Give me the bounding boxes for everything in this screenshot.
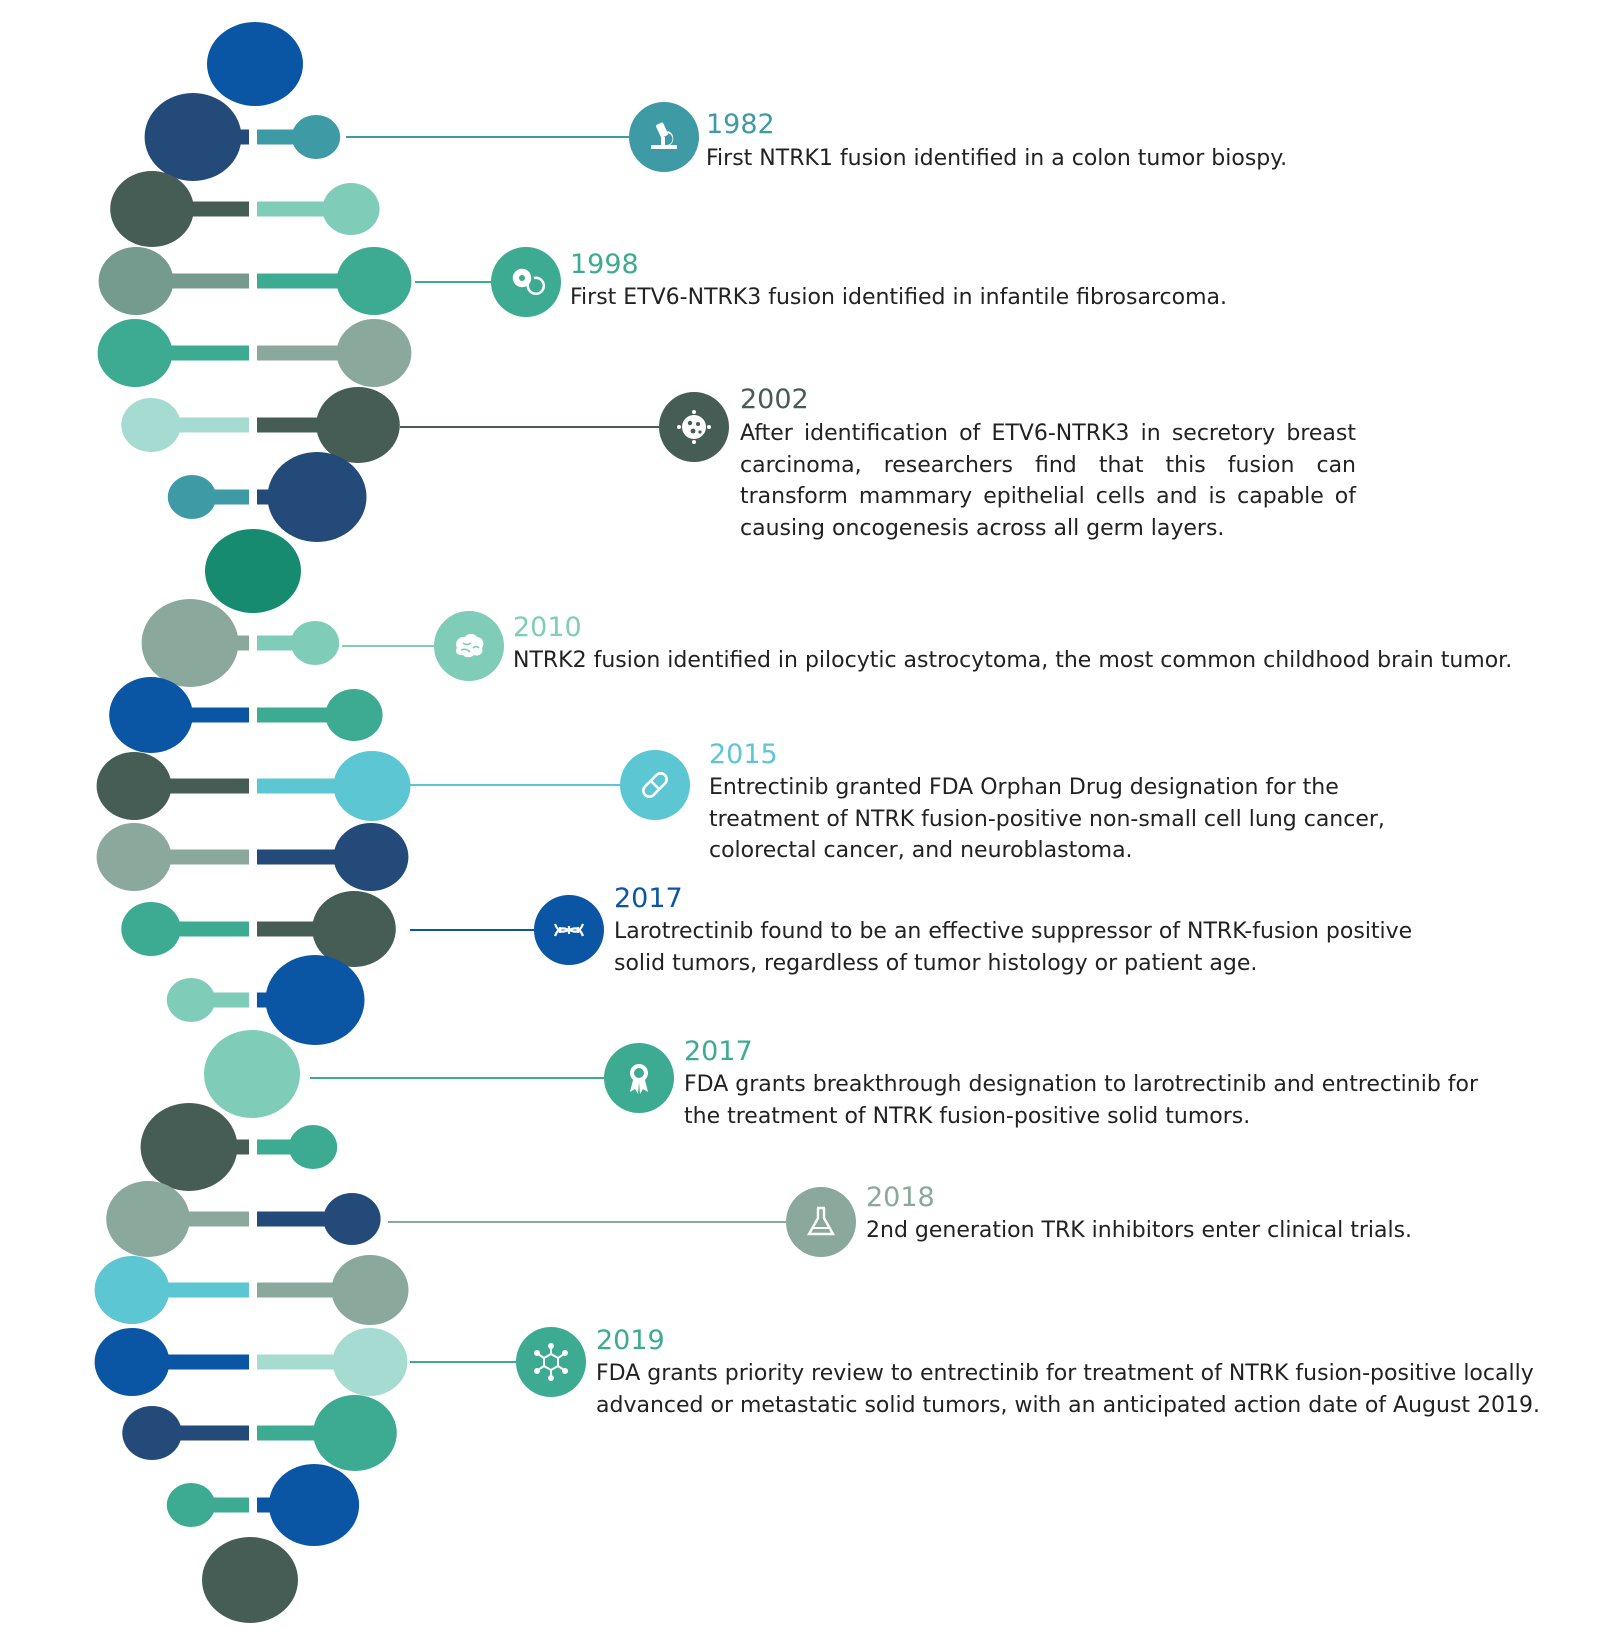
helix-node-center	[204, 1030, 300, 1118]
helix-node-right	[313, 1395, 397, 1471]
helix-node-left	[96, 823, 172, 891]
helix-node-right	[288, 1125, 338, 1169]
virus-icon	[677, 410, 711, 444]
helix-node-center	[202, 1537, 298, 1623]
event-description: FDA grants priority review to entrectini…	[596, 1361, 1541, 1418]
helix-node-right	[316, 387, 400, 463]
event-year: 2017	[614, 883, 683, 914]
helix-node-right	[323, 1193, 381, 1245]
helix-node-left	[166, 1483, 216, 1527]
event-description: FDA grants breakthrough designation to l…	[684, 1072, 1479, 1129]
event-icon-badge	[659, 392, 729, 462]
helix-node-left	[94, 1256, 170, 1324]
event-icon-badge	[434, 611, 504, 681]
helix-node-left	[121, 902, 181, 956]
helix-node-right	[268, 1464, 360, 1546]
helix-node-left	[167, 475, 217, 519]
helix-node-right	[290, 621, 340, 665]
award-ribbon-icon	[630, 1064, 648, 1094]
event-icon-badge	[629, 102, 699, 172]
event-year: 2010	[513, 612, 582, 643]
microscope-icon	[651, 122, 677, 149]
event-description: Larotrectinib found to be an effective s…	[614, 919, 1413, 976]
helix-node-left	[106, 1181, 190, 1257]
event-icon-badge	[786, 1187, 856, 1257]
helix-node-left	[144, 93, 242, 181]
helix-node-left	[140, 1103, 238, 1191]
event-description: Entrectinib granted FDA Orphan Drug desi…	[709, 775, 1385, 863]
helix-node-right	[291, 115, 341, 159]
event-year: 2018	[866, 1182, 935, 1213]
helix-node-right	[332, 1328, 408, 1396]
helix-node-left	[110, 171, 194, 247]
helix-node-left	[122, 1406, 182, 1460]
event-year: 2015	[709, 739, 778, 770]
event-icon-badge	[620, 750, 690, 820]
helix-node-right	[267, 452, 367, 542]
event-icon-badge	[516, 1327, 586, 1397]
event-year: 1982	[706, 109, 775, 140]
helix-node-left	[141, 599, 239, 687]
event-icon-badge	[604, 1043, 674, 1113]
helix-node-center	[205, 529, 301, 613]
helix-node-center	[207, 22, 303, 106]
helix-node-right	[336, 319, 412, 387]
event-description: NTRK2 fusion identified in pilocytic ast…	[513, 648, 1513, 673]
helix-node-left	[98, 247, 174, 315]
brain-icon	[455, 634, 484, 658]
event-icon-badge	[491, 247, 561, 317]
dna-helix	[94, 22, 412, 1623]
event-year: 2017	[684, 1036, 753, 1067]
helix-node-left	[166, 978, 216, 1022]
helix-node-right	[325, 689, 383, 741]
event-description: After identification of ETV6-NTRK3 in se…	[740, 421, 1356, 541]
event-icon-badge	[534, 895, 604, 965]
event-year: 1998	[570, 249, 639, 280]
helix-node-right	[336, 247, 412, 315]
event-description: 2nd generation TRK inhibitors enter clin…	[866, 1218, 1413, 1243]
cells-icon	[512, 268, 546, 296]
helix-node-right	[265, 955, 365, 1045]
flask-icon	[806, 1206, 836, 1236]
molecule-icon	[534, 1343, 568, 1381]
helix-node-left	[121, 398, 181, 452]
event-year: 2002	[740, 384, 809, 415]
helix-node-left	[97, 319, 173, 387]
helix-node-right	[331, 1255, 409, 1325]
dna-icon	[553, 923, 585, 937]
helix-node-left	[94, 1328, 170, 1396]
helix-node-left	[109, 677, 193, 753]
helix-node-right	[312, 891, 396, 967]
event-year: 2019	[596, 1325, 665, 1356]
pill-icon	[642, 772, 668, 798]
helix-node-left	[96, 752, 172, 820]
event-description: First ETV6-NTRK3 fusion identified in in…	[570, 285, 1227, 310]
event-description: First NTRK1 fusion identified in a colon…	[706, 146, 1288, 171]
helix-node-right	[333, 823, 409, 891]
helix-node-right	[333, 751, 411, 821]
helix-node-right	[322, 183, 380, 235]
